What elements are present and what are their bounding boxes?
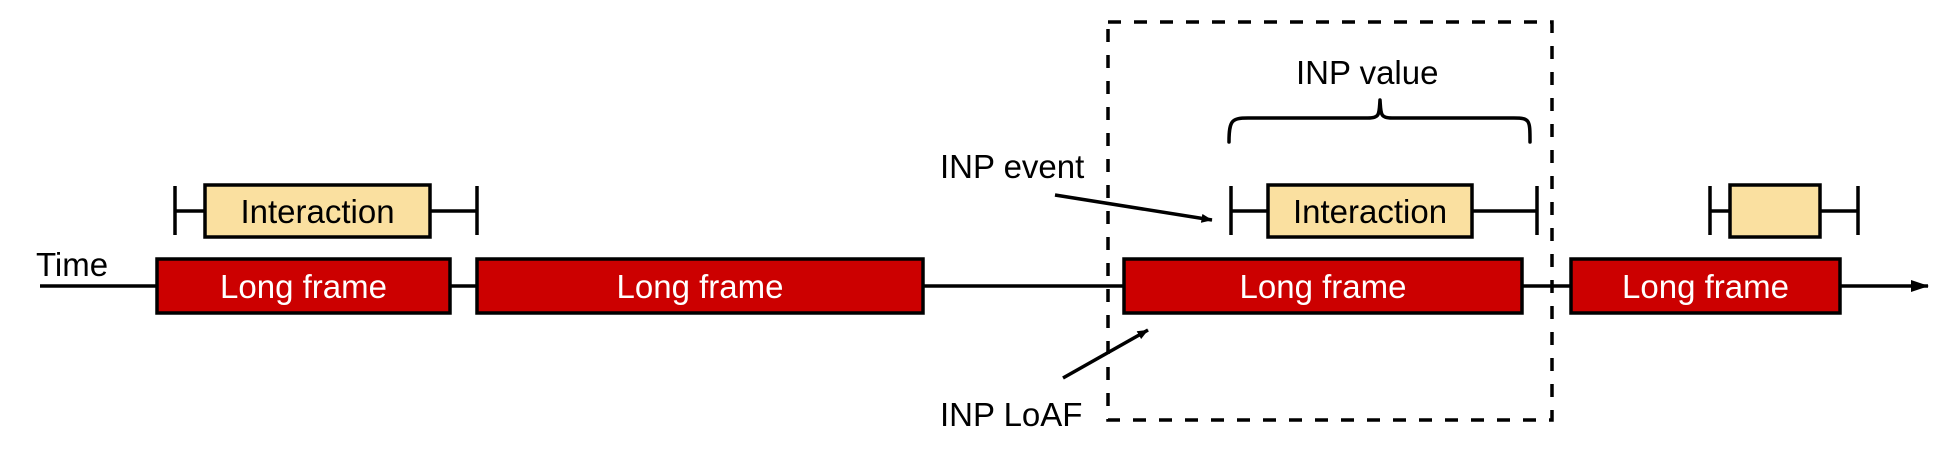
long-frame-box <box>155 257 452 315</box>
inp-value-brace <box>1227 98 1532 144</box>
interaction-whisker <box>173 186 479 235</box>
long-frame-label: Long frame <box>1622 267 1789 305</box>
inp-event-annotation: INP event <box>940 148 1085 185</box>
inp-event-leader-arrow <box>1054 193 1213 223</box>
long-frame-label: Long frame <box>1239 267 1407 305</box>
interaction-whisker <box>1229 186 1539 235</box>
time-axis-label: Time <box>36 246 109 283</box>
inp-loaf-annotation: INP LoAF <box>940 396 1083 433</box>
interaction-label: Interaction <box>240 192 395 230</box>
inp-dashed-highlight <box>1106 20 1554 422</box>
interaction-label <box>1730 185 1820 237</box>
inp-loaf-leader-arrow <box>1062 328 1149 380</box>
interaction-whisker <box>1708 186 1860 235</box>
long-frame-box <box>1122 257 1524 315</box>
interaction-box <box>1266 183 1474 239</box>
interaction-box <box>203 183 432 239</box>
inp-value-annotation: INP value <box>1296 54 1439 91</box>
interaction-box <box>1728 183 1822 239</box>
interaction-label: Interaction <box>1292 192 1448 230</box>
long-frame-label: Long frame <box>220 267 387 305</box>
long-frame-label: Long frame <box>616 267 784 305</box>
long-frame-box <box>475 257 925 315</box>
long-frame-box <box>1569 257 1842 315</box>
